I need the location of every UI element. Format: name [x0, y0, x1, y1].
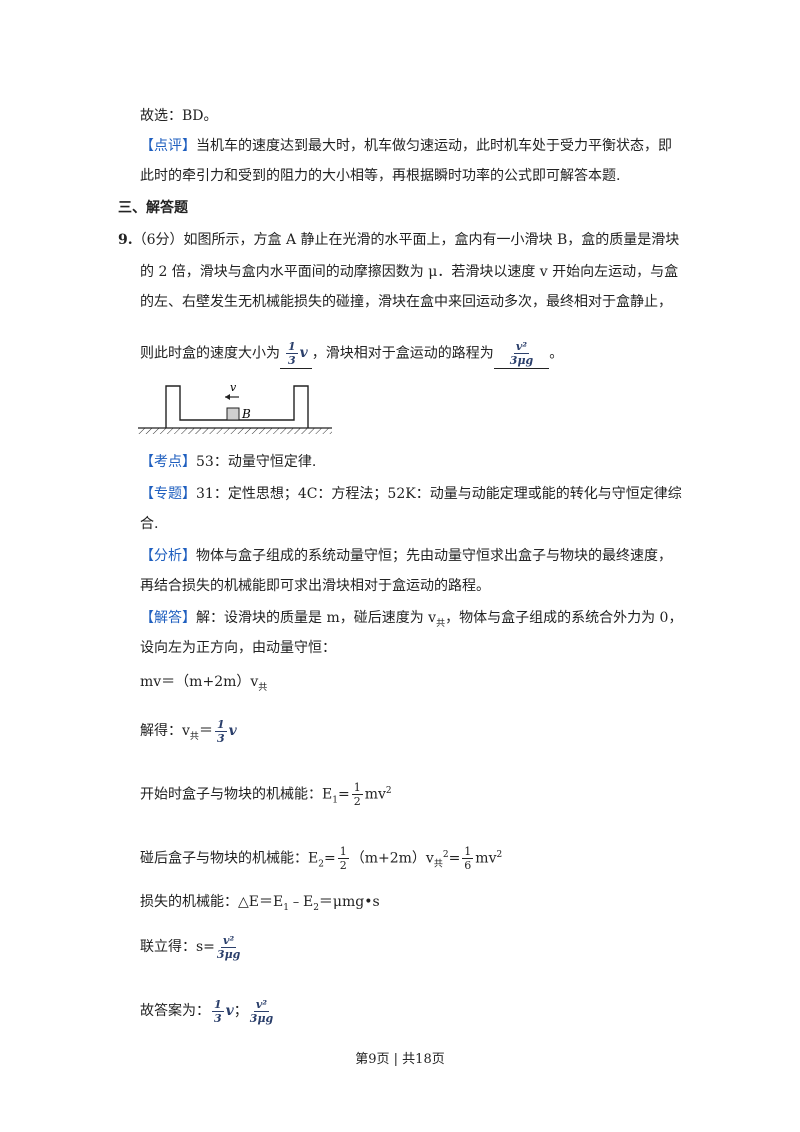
question-line-3: 的左、右壁发生无机械能损失的碰撞，滑块在盒中来回运动多次，最终相对于盒静止， [140, 294, 672, 310]
eq5-sub1: 1 [283, 902, 289, 913]
eq3-numerator: 1 [351, 781, 363, 796]
jieda-text-1: 解：设滑块的质量是 m，碰后速度为 v [196, 610, 437, 626]
eq2-numerator: 1 [214, 717, 227, 732]
zhuanti-line-1: 【专题】31：定性思想；4C：方程法；52K：动量与动能定理或能的转化与守恒定律… [140, 484, 682, 504]
eq3-text: 开始时盒子与物块的机械能：E [140, 786, 333, 803]
eq5-sub2: 2 [313, 902, 319, 913]
ground-hatch [138, 428, 332, 434]
eq3-sub: 1 [332, 795, 338, 806]
eq2-variable: v [228, 723, 237, 739]
eq4-rest: mv [475, 850, 497, 867]
eq6-text: 联立得：s= [140, 939, 215, 955]
eq4-sup2: 2 [442, 850, 449, 860]
arrow-head-icon [225, 394, 230, 400]
equation-momentum: mv＝（m+2m）v共 [140, 672, 267, 698]
eq5-rest: ＝μmg•s [318, 894, 380, 910]
page-footer: 第9页 | 共18页 [355, 1052, 445, 1067]
comment-text-1: 当机车的速度达到最大时，机车做匀速运动，此时机车处于受力平衡状态，即 [196, 138, 672, 154]
block-label: B [241, 407, 251, 421]
kaodian-tag: 【考点】 [140, 454, 196, 470]
eq2-denominator: 3 [216, 731, 225, 745]
final-separator: ； [233, 1003, 248, 1019]
fenxi-line-2: 再结合损失的机械能即可求出滑块相对于盒运动的路程。 [140, 578, 490, 594]
eq4-sup3: 2 [496, 850, 503, 860]
blank2-numerator: v² [513, 339, 530, 354]
eq3-denominator: 2 [353, 795, 361, 809]
eq4-denominator: 2 [339, 859, 347, 873]
eq4-text: 碰后盒子与物块的机械能：E [140, 850, 319, 867]
eq4-denominator-2: 6 [464, 859, 472, 873]
zhuanti-text-1: 31：定性思想；4C：方程法；52K：动量与动能定理或能的转化与守恒定律综 [196, 486, 682, 502]
equation-energy-loss: 损失的机械能：△E＝E1﹣E2＝μmg•s [140, 892, 380, 918]
final-numerator-2: v² [253, 997, 270, 1012]
section-title: 三、解答题 [118, 200, 188, 216]
eq4-mid: （m+2m）v [350, 850, 434, 867]
blank2-denominator: 3μg [509, 353, 534, 367]
eq3-rest: mv [364, 786, 386, 803]
final-denominator-2: 3μg [249, 1011, 274, 1025]
eq2-equals: ＝ [198, 723, 213, 739]
question-text-4a: 则此时盒的速度大小为 [140, 345, 280, 362]
final-text: 故答案为： [140, 1003, 210, 1019]
eq1-text: mv＝（m+2m）v [140, 674, 259, 690]
fenxi-text-1: 物体与盒子组成的系统动量守恒；先由动量守恒求出盒子与物块的最终速度， [196, 548, 672, 564]
jieda-sub: 共 [436, 618, 446, 629]
question-line-2: 的 2 倍，滑块与盒内水平面间的动摩擦因数为 μ．若滑块以速度 v 开始向左运动… [140, 264, 679, 280]
blank1-variable: v [299, 345, 308, 361]
question-text-1: （6分）如图所示，方盒 A 静止在光滑的水平面上，盒内有一小滑块 B，盒的质量是… [132, 232, 680, 248]
box-outline [165, 385, 309, 428]
final-numerator-1: 1 [212, 997, 224, 1012]
jieda-line-1: 【解答】解：设滑块的质量是 m，碰后速度为 v共，物体与盒子组成的系统合外力为 … [140, 608, 682, 634]
question-line-1: 9.（6分）如图所示，方盒 A 静止在光滑的水平面上，盒内有一小滑块 B，盒的质… [118, 230, 679, 250]
question-number: 9. [118, 232, 133, 248]
final-denominator-1: 3 [214, 1011, 222, 1025]
eq2-text: 解得：v [140, 723, 190, 739]
kaodian-line: 【考点】53：动量守恒定律. [140, 452, 316, 472]
eq4-sub: 2 [318, 859, 324, 870]
eq4-equals: = [323, 850, 336, 867]
eq6-denominator: 3μg [216, 947, 241, 961]
velocity-label: v [230, 381, 237, 394]
blank1-denominator: 3 [288, 353, 296, 367]
eq1-sub: 共 [258, 682, 268, 693]
jieda-line-2: 设向左为正方向，由动量守恒： [140, 640, 336, 656]
eq3-sup: 2 [385, 786, 392, 796]
eq4-sub2: 共 [433, 859, 443, 870]
box-figure: v B [138, 381, 332, 434]
eq5-mid: ﹣E [288, 894, 314, 910]
zhuanti-line-2: 合. [140, 516, 159, 532]
fenxi-line-1: 【分析】物体与盒子组成的系统动量守恒；先由动量守恒求出盒子与物块的最终速度， [140, 546, 672, 566]
eq5-text: 损失的机械能：△E＝E [140, 894, 284, 910]
eq4-numerator: 1 [337, 845, 349, 860]
zhuanti-tag: 【专题】 [140, 486, 196, 502]
eq2-sub: 共 [189, 731, 199, 742]
blank1-numerator: 1 [286, 339, 298, 354]
final-variable: v [225, 1003, 234, 1019]
question-text-4b: ，滑块相对于盒运动的路程为 [311, 345, 494, 362]
block-b [226, 407, 240, 421]
eq4-numerator-2: 1 [462, 845, 474, 860]
comment-line-2: 此时的牵引力和受到的阻力的大小相等，再根据瞬时功率的公式即可解答本题. [140, 168, 621, 184]
eq6-numerator: v² [221, 933, 237, 948]
jieda-tag: 【解答】 [140, 610, 196, 626]
jieda-text-1-rest: ，物体与盒子组成的系统合外力为 0， [445, 610, 683, 626]
eq4-equals-2: = [448, 850, 461, 867]
question-text-4c: 。 [549, 345, 564, 362]
comment-line-1: 【点评】当机车的速度达到最大时，机车做匀速运动，此时机车处于受力平衡状态，即 [140, 136, 672, 156]
kaodian-text: 53：动量守恒定律. [196, 454, 317, 470]
previous-answer: 故选：BD。 [140, 108, 218, 124]
eq3-equals: = [337, 786, 350, 803]
comment-tag: 【点评】 [140, 138, 196, 154]
fenxi-tag: 【分析】 [140, 548, 196, 564]
